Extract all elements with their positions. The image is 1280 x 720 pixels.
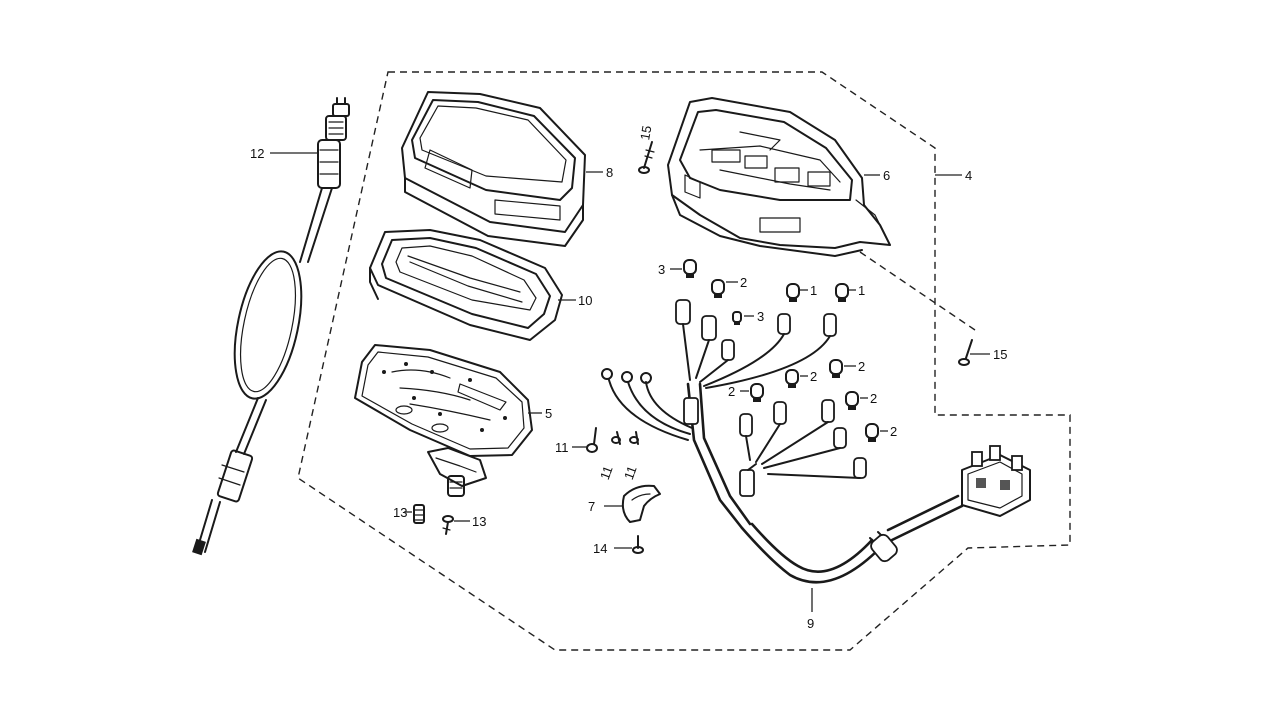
callout-12: 12 [250,146,264,161]
bulb-2-lower-right [845,391,859,410]
wire-clamp-7 [621,484,661,523]
callout-1-left: 1 [810,283,817,298]
nut-11-mid [611,431,621,445]
bulb-2-bottom [865,423,879,442]
callout-2-lower-right: 2 [870,391,877,406]
callout-10: 10 [578,293,592,308]
screw-14 [632,535,644,554]
bulb-3-top [683,259,697,278]
callout-5: 5 [545,406,552,421]
bulb-2-top [711,279,725,298]
screw-13-left [413,504,425,524]
speedometer-5 [354,344,533,497]
screw-15-top [638,141,655,174]
callout-11-left: 11 [555,440,569,455]
callout-13-right: 13 [472,514,486,529]
callout-2-top: 2 [740,275,747,290]
callout-3-mid: 3 [757,309,764,324]
callout-14: 14 [593,541,607,556]
nut-11-right [629,431,639,445]
screw-15-right [859,251,976,366]
meter-case-6 [667,97,891,257]
bulb-1-left [786,283,800,302]
callout-15-top: 15 [637,124,654,141]
callout-4: 4 [965,168,972,183]
callout-11-mid: 11 [597,464,616,482]
bulb-2-mid-right [829,359,843,378]
callout-2-mid-center: 2 [810,369,817,384]
callout-6: 6 [883,168,890,183]
screw-13-right [442,515,454,535]
speedometer-cable-12 [192,97,350,556]
callout-9: 9 [807,616,814,631]
bulb-2-mid-left [750,383,764,402]
meter-gasket-10 [369,229,563,341]
callout-11-right: 11 [621,464,640,482]
callout-1-right: 1 [858,283,865,298]
callout-3-top: 3 [658,262,665,277]
callout-2-mid-left: 2 [728,384,735,399]
meter-cover-8 [401,91,586,247]
bulb-2-mid-center [785,369,799,388]
callout-7: 7 [588,499,595,514]
callout-15-right: 15 [993,347,1007,362]
callout-2-mid-right: 2 [858,359,865,374]
callout-8: 8 [606,165,613,180]
callout-2-bottom: 2 [890,424,897,439]
assembly-boundary-4 [297,71,1071,651]
callout-13-left: 13 [393,505,407,520]
bulb-3-mid [732,311,742,325]
nut-11-left [586,427,598,453]
wire-harness-9 [601,299,1031,584]
bulb-1-right [835,283,849,302]
